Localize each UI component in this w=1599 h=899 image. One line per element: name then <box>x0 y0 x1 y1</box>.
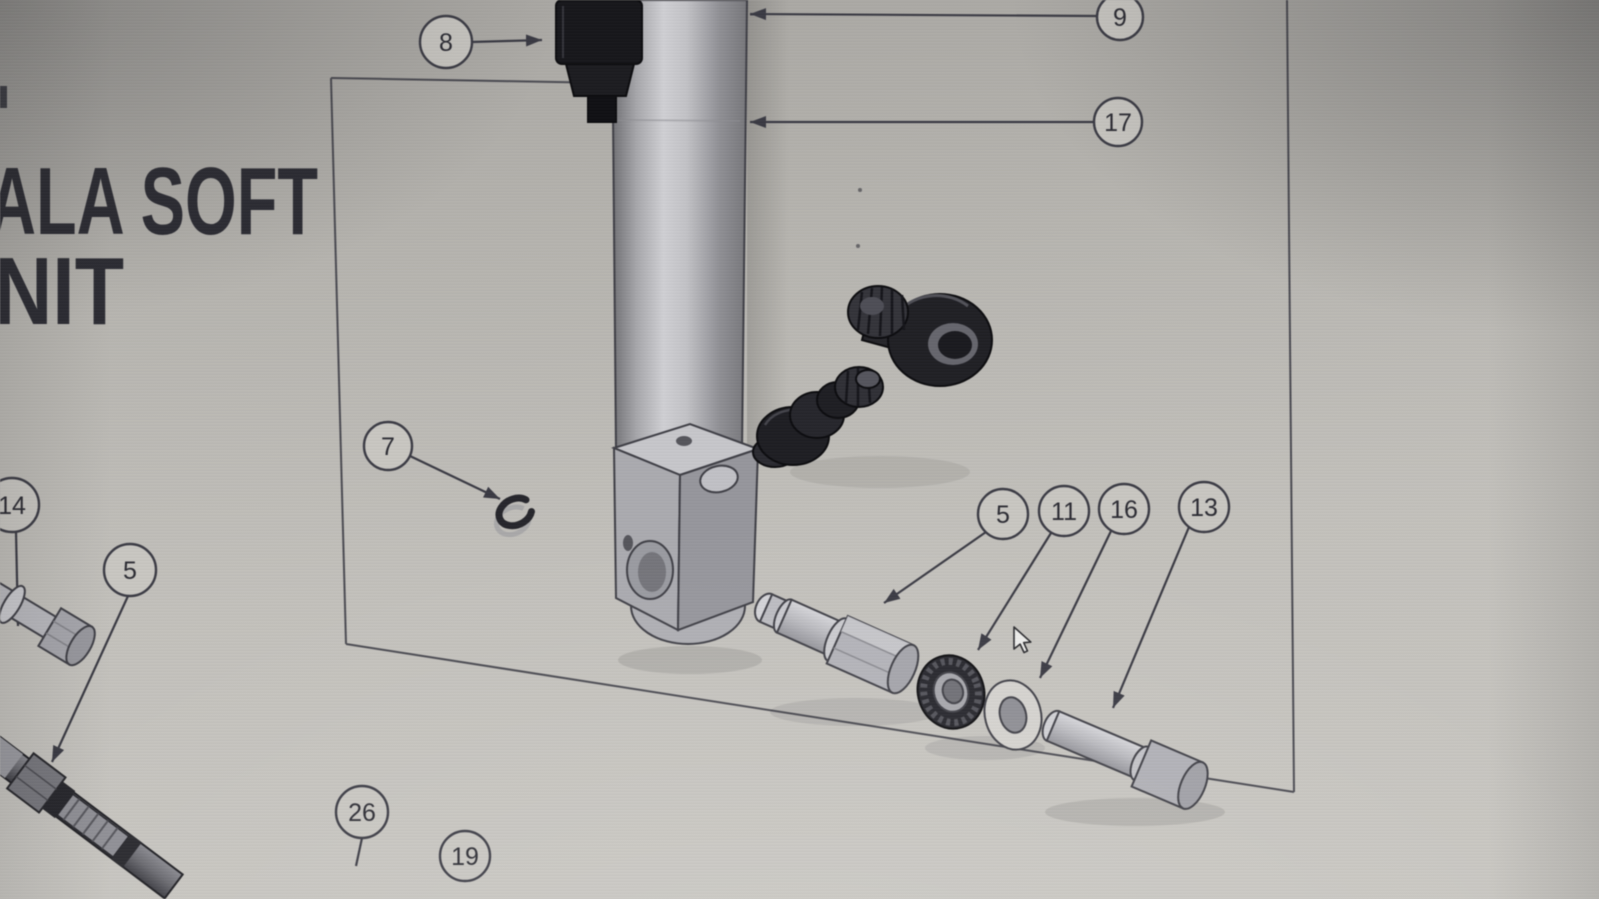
balloon-5-label: 5 <box>996 501 1010 529</box>
balloon-7: 7 <box>362 420 414 472</box>
leader-line-26 <box>354 837 364 867</box>
balloon-17-label: 17 <box>1104 109 1132 137</box>
leader-line-13 <box>1111 526 1191 709</box>
bottom-left-rod-part <box>0 728 185 899</box>
block-front-bore <box>638 552 666 592</box>
balloon-26: 26 <box>334 784 390 840</box>
balloon-14-label: 14 <box>0 492 26 520</box>
top-valve-part <box>555 0 643 123</box>
balloon-16-label: 16 <box>1110 496 1138 524</box>
balloon-13-label: 13 <box>1190 494 1218 522</box>
leader-line-11 <box>977 532 1052 651</box>
balloon-17: 17 <box>1092 96 1144 148</box>
balloon-8: 8 <box>418 14 474 70</box>
balloon-26-label: 26 <box>348 799 376 827</box>
balloon-11: 11 <box>1037 484 1091 538</box>
balloon-5-left: 5 <box>102 542 158 598</box>
frame-top-edge <box>330 77 613 84</box>
banjo-fitting-part <box>847 285 993 387</box>
balloon-9: 9 <box>1095 0 1145 42</box>
balloon-7-label: 7 <box>381 433 395 461</box>
balloon-5: 5 <box>976 487 1030 541</box>
leader-line-9 <box>749 8 1098 21</box>
banjo-bolt-part <box>752 366 884 468</box>
balloon-16: 16 <box>1097 482 1151 536</box>
block-side-boss <box>699 464 739 494</box>
leader-line-16 <box>1039 530 1112 679</box>
title-line-1: ALA SOFT <box>0 148 318 255</box>
mouse-cursor-icon <box>1013 626 1032 654</box>
lock-washer-part <box>916 654 986 730</box>
screen-specks <box>856 188 862 248</box>
balloon-14: 14 <box>0 476 41 534</box>
balloon-19-label: 19 <box>451 843 479 871</box>
balloon-19: 19 <box>438 829 492 883</box>
retaining-clip-part <box>494 494 535 538</box>
part-shadows <box>618 0 1225 826</box>
balloon-11-label: 11 <box>1051 498 1077 526</box>
valve-block-part <box>611 422 762 645</box>
leader-line-8 <box>471 34 543 47</box>
leader-line-5 <box>883 531 987 604</box>
frame-right-edge <box>1286 0 1295 793</box>
title-line-2: NIT <box>0 238 124 345</box>
leader-lines <box>11 8 1191 867</box>
leader-line-5-left <box>50 595 130 763</box>
clipped-left-mark <box>0 86 7 108</box>
hex-fitting-part <box>754 592 920 695</box>
balloon-9-label: 9 <box>1113 4 1127 32</box>
balloon-13: 13 <box>1177 480 1231 534</box>
balloon-5-left-label: 5 <box>123 557 137 585</box>
title-block: ALA SOFT NIT <box>0 86 318 345</box>
pin-part <box>1041 709 1209 810</box>
balloon-8-label: 8 <box>439 29 453 57</box>
leader-line-7 <box>409 455 501 500</box>
frame-left-edge <box>330 77 347 645</box>
flat-washer-part <box>983 679 1043 751</box>
bottom-left-bolt-part <box>0 578 96 667</box>
